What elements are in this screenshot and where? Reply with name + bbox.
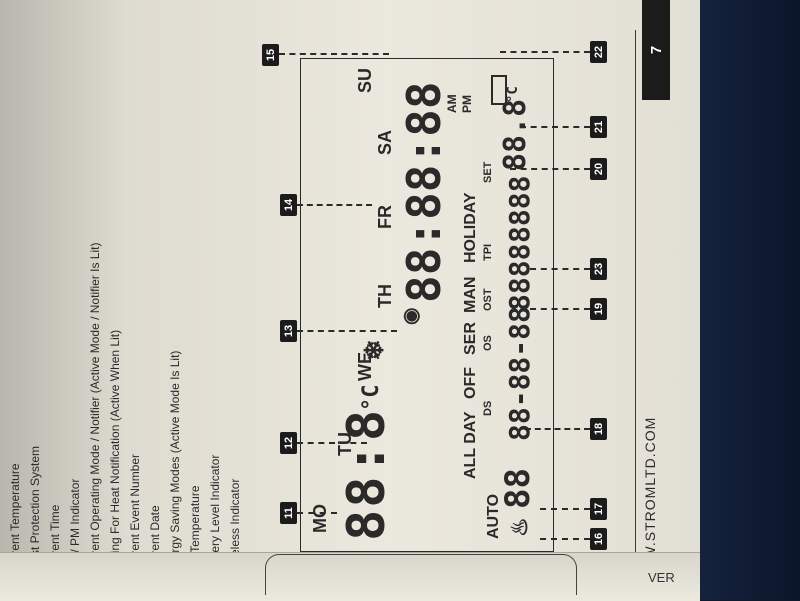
mode-man: MAN [462,276,479,313]
sub-ost: OST [482,288,494,311]
sub-ds: DS [482,400,494,416]
page-number: 7 [642,0,670,100]
leader-line [540,538,590,540]
frost-icon: ❄ [359,339,389,361]
pm-label: PM [460,95,474,113]
callout-23: 23 [590,258,607,280]
wireless-icon: ◉ [400,307,422,325]
callout-19: 19 [590,298,607,320]
day-mo: MO [310,504,330,533]
leader-line [500,51,590,53]
callout-14: 14 [280,194,297,216]
set-temp-unit: °C [505,86,521,103]
sub-os: OS [482,335,494,351]
flame-icon: ♨ [507,517,532,537]
temp-unit: °C [359,384,384,412]
day-fr: FR [375,205,395,229]
leader-line [525,428,590,430]
leader-line [530,308,590,310]
callout-18: 18 [590,418,607,440]
leader-line [540,508,590,510]
current-temperature: 88:8 [337,407,397,541]
day-sa: SA [375,129,395,155]
website-url: WWW.STROMLTD.COM [642,416,658,588]
leader-line [510,168,590,170]
leader-line [520,126,590,128]
leader-line [530,268,590,270]
fabric-background [690,0,800,600]
counter-display: 8888 [503,243,536,311]
sub-tpi: TPI [482,243,494,261]
mode-holiday: HOLIDAY [462,192,479,263]
sub-set: SET [482,161,494,183]
callout-15: 15 [262,44,279,66]
current-date: 88-88-88 [503,306,536,441]
mode-all-day: ALL DAY [462,411,479,479]
current-time: 88:88:88 [397,81,451,303]
day-th: TH [375,284,395,308]
callout-22: 22 [590,41,607,63]
callout-21: 21 [590,116,607,138]
callout-17: 17 [590,498,607,520]
set-temperature: 88.8 [498,98,533,171]
counter-display-2: 8888 [503,175,536,243]
mode-off: OFF [462,367,479,399]
leader-line [279,53,389,55]
lcd-display-panel: MO TU WE TH FR SA SU AM PM 88:8 °C ❄ ◉ 8… [300,58,554,552]
day-su: SU [355,67,375,93]
callout-20: 20 [590,158,607,180]
footer-rule [635,30,636,590]
mode-ser: SER [462,322,479,355]
callout-13: 13 [280,320,297,342]
callout-11: 11 [280,502,297,524]
callout-16: 16 [590,528,607,550]
event-number: 88 [498,468,538,509]
callout-12: 12 [280,432,297,454]
